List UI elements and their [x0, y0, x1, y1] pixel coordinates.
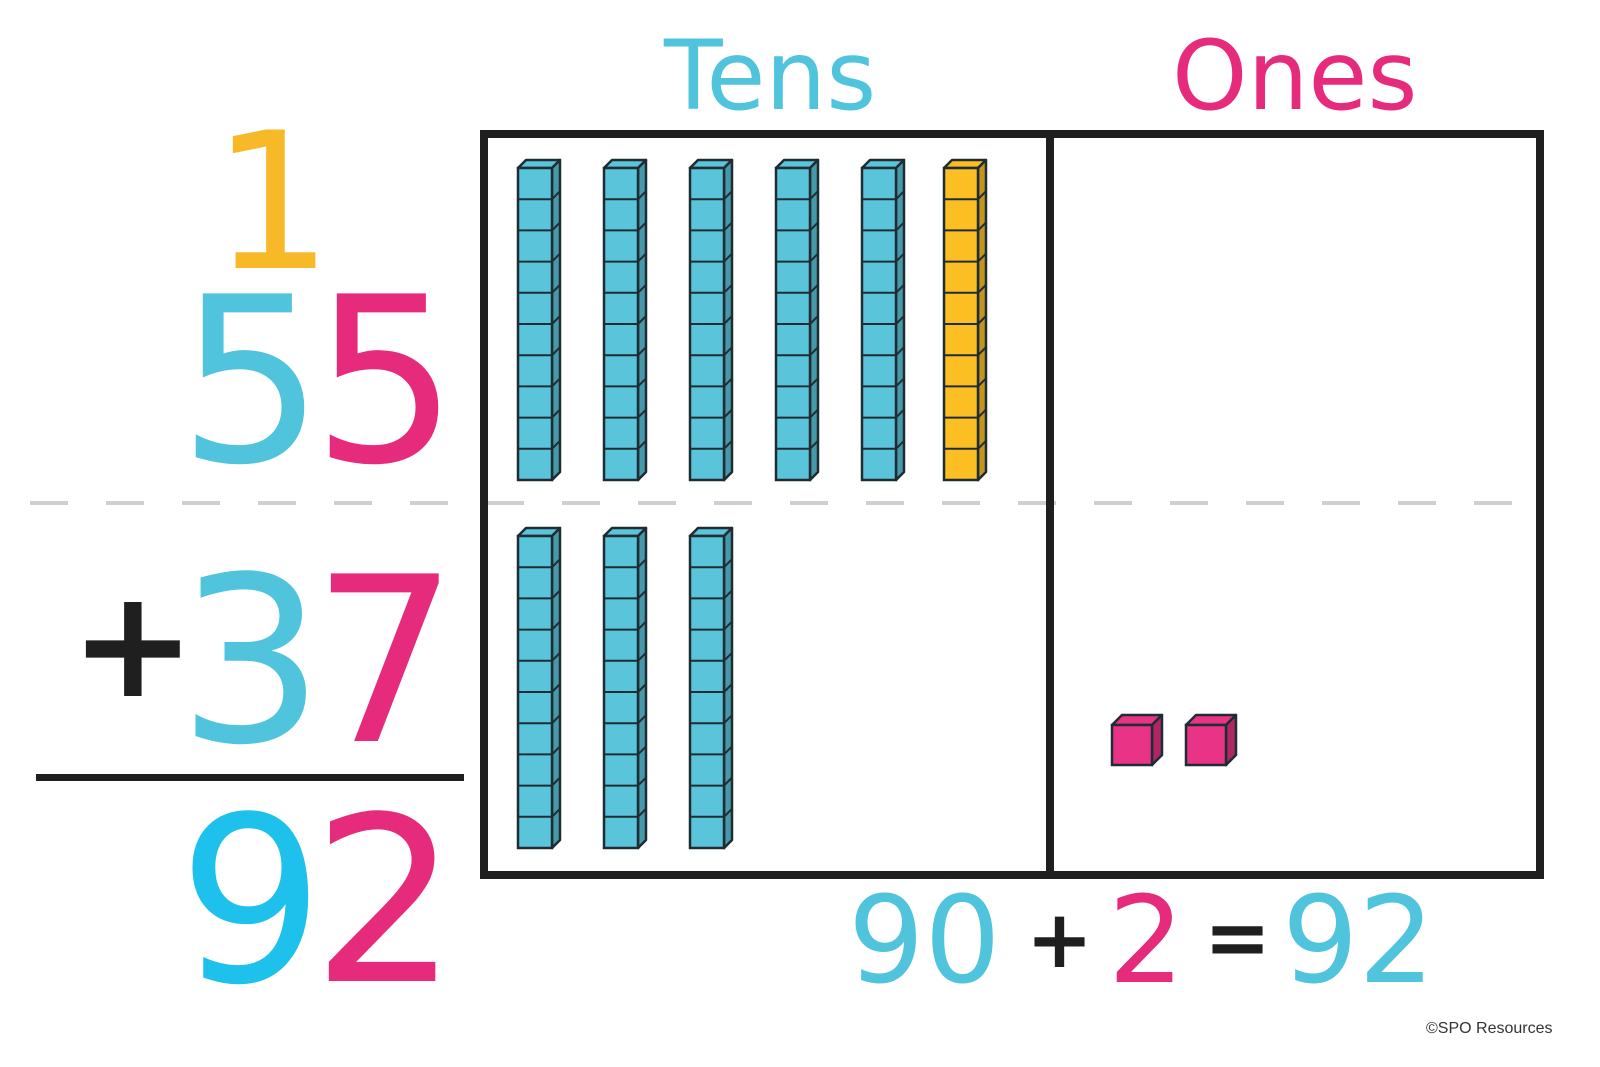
tens-rod: [602, 158, 648, 482]
tens-rod: [516, 526, 562, 850]
equation-total: 92: [1282, 872, 1435, 1011]
chart-frame: [480, 130, 1544, 879]
copyright-credit: ©SPO Resources: [1426, 1020, 1553, 1037]
tens-rod: [688, 526, 734, 850]
equation-equals: =: [1204, 891, 1272, 984]
tens-rod: [688, 158, 734, 482]
equation-plus: +: [1026, 893, 1094, 986]
unit-cube: [1110, 713, 1164, 767]
carry-digit: 1: [212, 92, 333, 313]
addend-top-tens-digit: 5: [178, 249, 325, 516]
tens-rod: [860, 158, 906, 482]
tens-rod: [516, 158, 562, 482]
equation-ones-value: 2: [1108, 872, 1185, 1011]
addend-bottom-ones-digit: 7: [312, 529, 459, 796]
equation-tens-value: 90: [848, 872, 1001, 1011]
addend-bottom-tens-digit: 3: [178, 529, 325, 796]
tens-rod: [602, 526, 648, 850]
answer-ones-digit: 2: [312, 769, 459, 1036]
unit-cube: [1184, 713, 1238, 767]
tens-header: Tens: [664, 20, 877, 132]
plus-sign: +: [70, 558, 196, 732]
addend-top-ones-digit: 5: [312, 249, 459, 516]
answer-tens-digit: 9: [178, 769, 325, 1036]
tens-rod: [774, 158, 820, 482]
ones-header: Ones: [1172, 20, 1418, 132]
sum-line: [36, 774, 464, 781]
carried-tens-rod: [942, 158, 988, 482]
base-ten-blocks: [516, 158, 1238, 850]
